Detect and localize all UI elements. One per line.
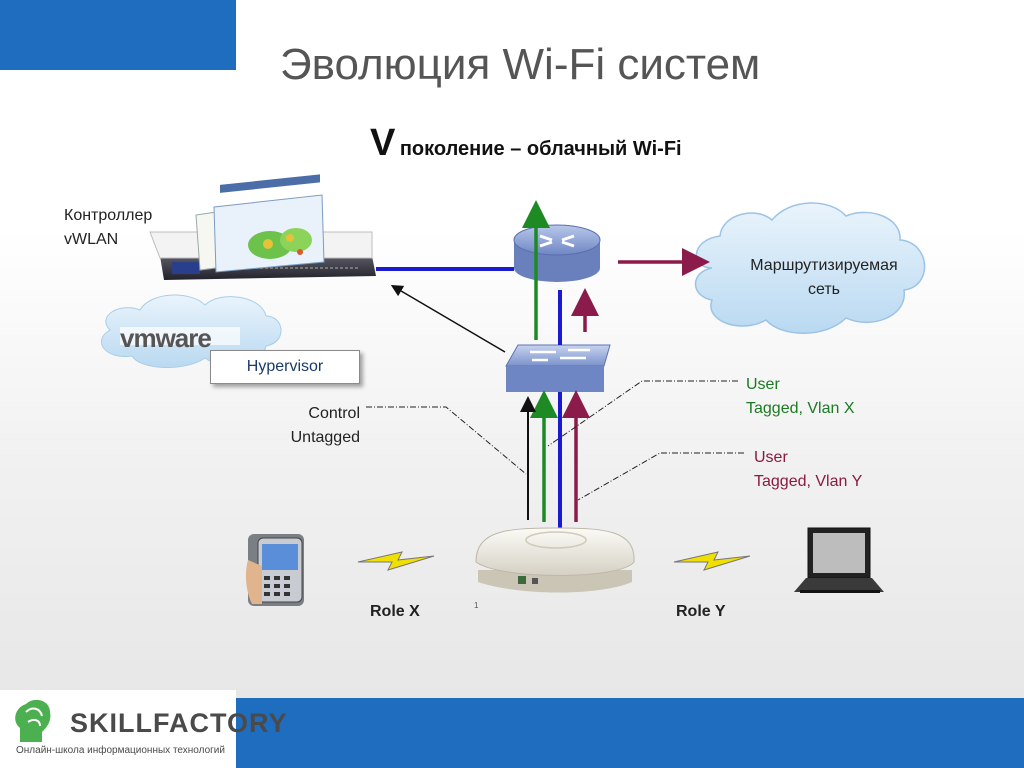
routed-network-label-line1: Маршрутизируемая bbox=[750, 257, 898, 274]
routed-network-label-line2: сеть bbox=[807, 281, 841, 298]
subtitle-roman-numeral: V bbox=[370, 122, 396, 164]
laptop-icon bbox=[794, 527, 884, 593]
black-arrow-switch-server bbox=[390, 284, 506, 353]
control-label-line2: Untagged bbox=[290, 429, 360, 446]
user-x-label-line2: Tagged, Vlan X bbox=[746, 400, 855, 417]
top-accent-bar bbox=[0, 0, 236, 70]
router-icon bbox=[513, 224, 601, 282]
user-x-label-line1: User bbox=[746, 376, 780, 393]
phone-icon bbox=[245, 534, 304, 606]
user-x-callout-line bbox=[547, 380, 738, 447]
user-y-label-line2: Tagged, Vlan Y bbox=[754, 473, 863, 490]
vmware-logo: vmware bbox=[120, 323, 212, 353]
slide-subtitle: V поколение – облачный Wi-Fi bbox=[370, 122, 682, 165]
wireless-signal-right-icon bbox=[673, 551, 751, 571]
wireless-signal-left-icon bbox=[357, 551, 435, 571]
user-vlan-y-label: User Tagged, Vlan Y bbox=[754, 446, 862, 494]
control-untagged-label: Control Untagged bbox=[280, 402, 360, 450]
skillfactory-tagline: Онлайн-школа информационных технологий bbox=[16, 745, 225, 756]
user-y-callout-line bbox=[577, 452, 744, 501]
routed-network-cloud bbox=[694, 202, 926, 334]
skillfactory-logo-text: SKILLFACTORY bbox=[70, 708, 288, 738]
user-y-label-line1: User bbox=[754, 449, 788, 466]
controller-label-line2: vWLAN bbox=[64, 231, 119, 248]
ap-mark: 1 bbox=[474, 601, 479, 610]
hypervisor-box: Hypervisor bbox=[210, 350, 360, 384]
control-callout-line bbox=[366, 406, 527, 475]
controller-label: Контроллер vWLAN bbox=[64, 204, 152, 252]
control-label-line1: Control bbox=[308, 405, 360, 422]
role-y-label: Role Y bbox=[676, 603, 726, 620]
controller-screenshot-icon bbox=[195, 174, 325, 273]
access-point-icon bbox=[475, 527, 635, 593]
controller-label-line1: Контроллер bbox=[64, 207, 153, 224]
bottom-accent-bar bbox=[236, 698, 1024, 768]
role-x-label: Role X bbox=[370, 603, 420, 620]
skillfactory-logo-icon bbox=[15, 699, 51, 742]
subtitle-text: поколение – облачный Wi-Fi bbox=[399, 138, 682, 160]
routed-network-label: Маршрутизируемая сеть bbox=[736, 254, 912, 302]
switch-icon bbox=[505, 344, 611, 392]
user-vlan-x-label: User Tagged, Vlan X bbox=[746, 373, 855, 421]
vmware-logo-bg bbox=[120, 327, 240, 345]
slide-title: Эволюция Wi-Fi систем bbox=[280, 40, 761, 89]
vmware-cloud bbox=[100, 294, 282, 368]
